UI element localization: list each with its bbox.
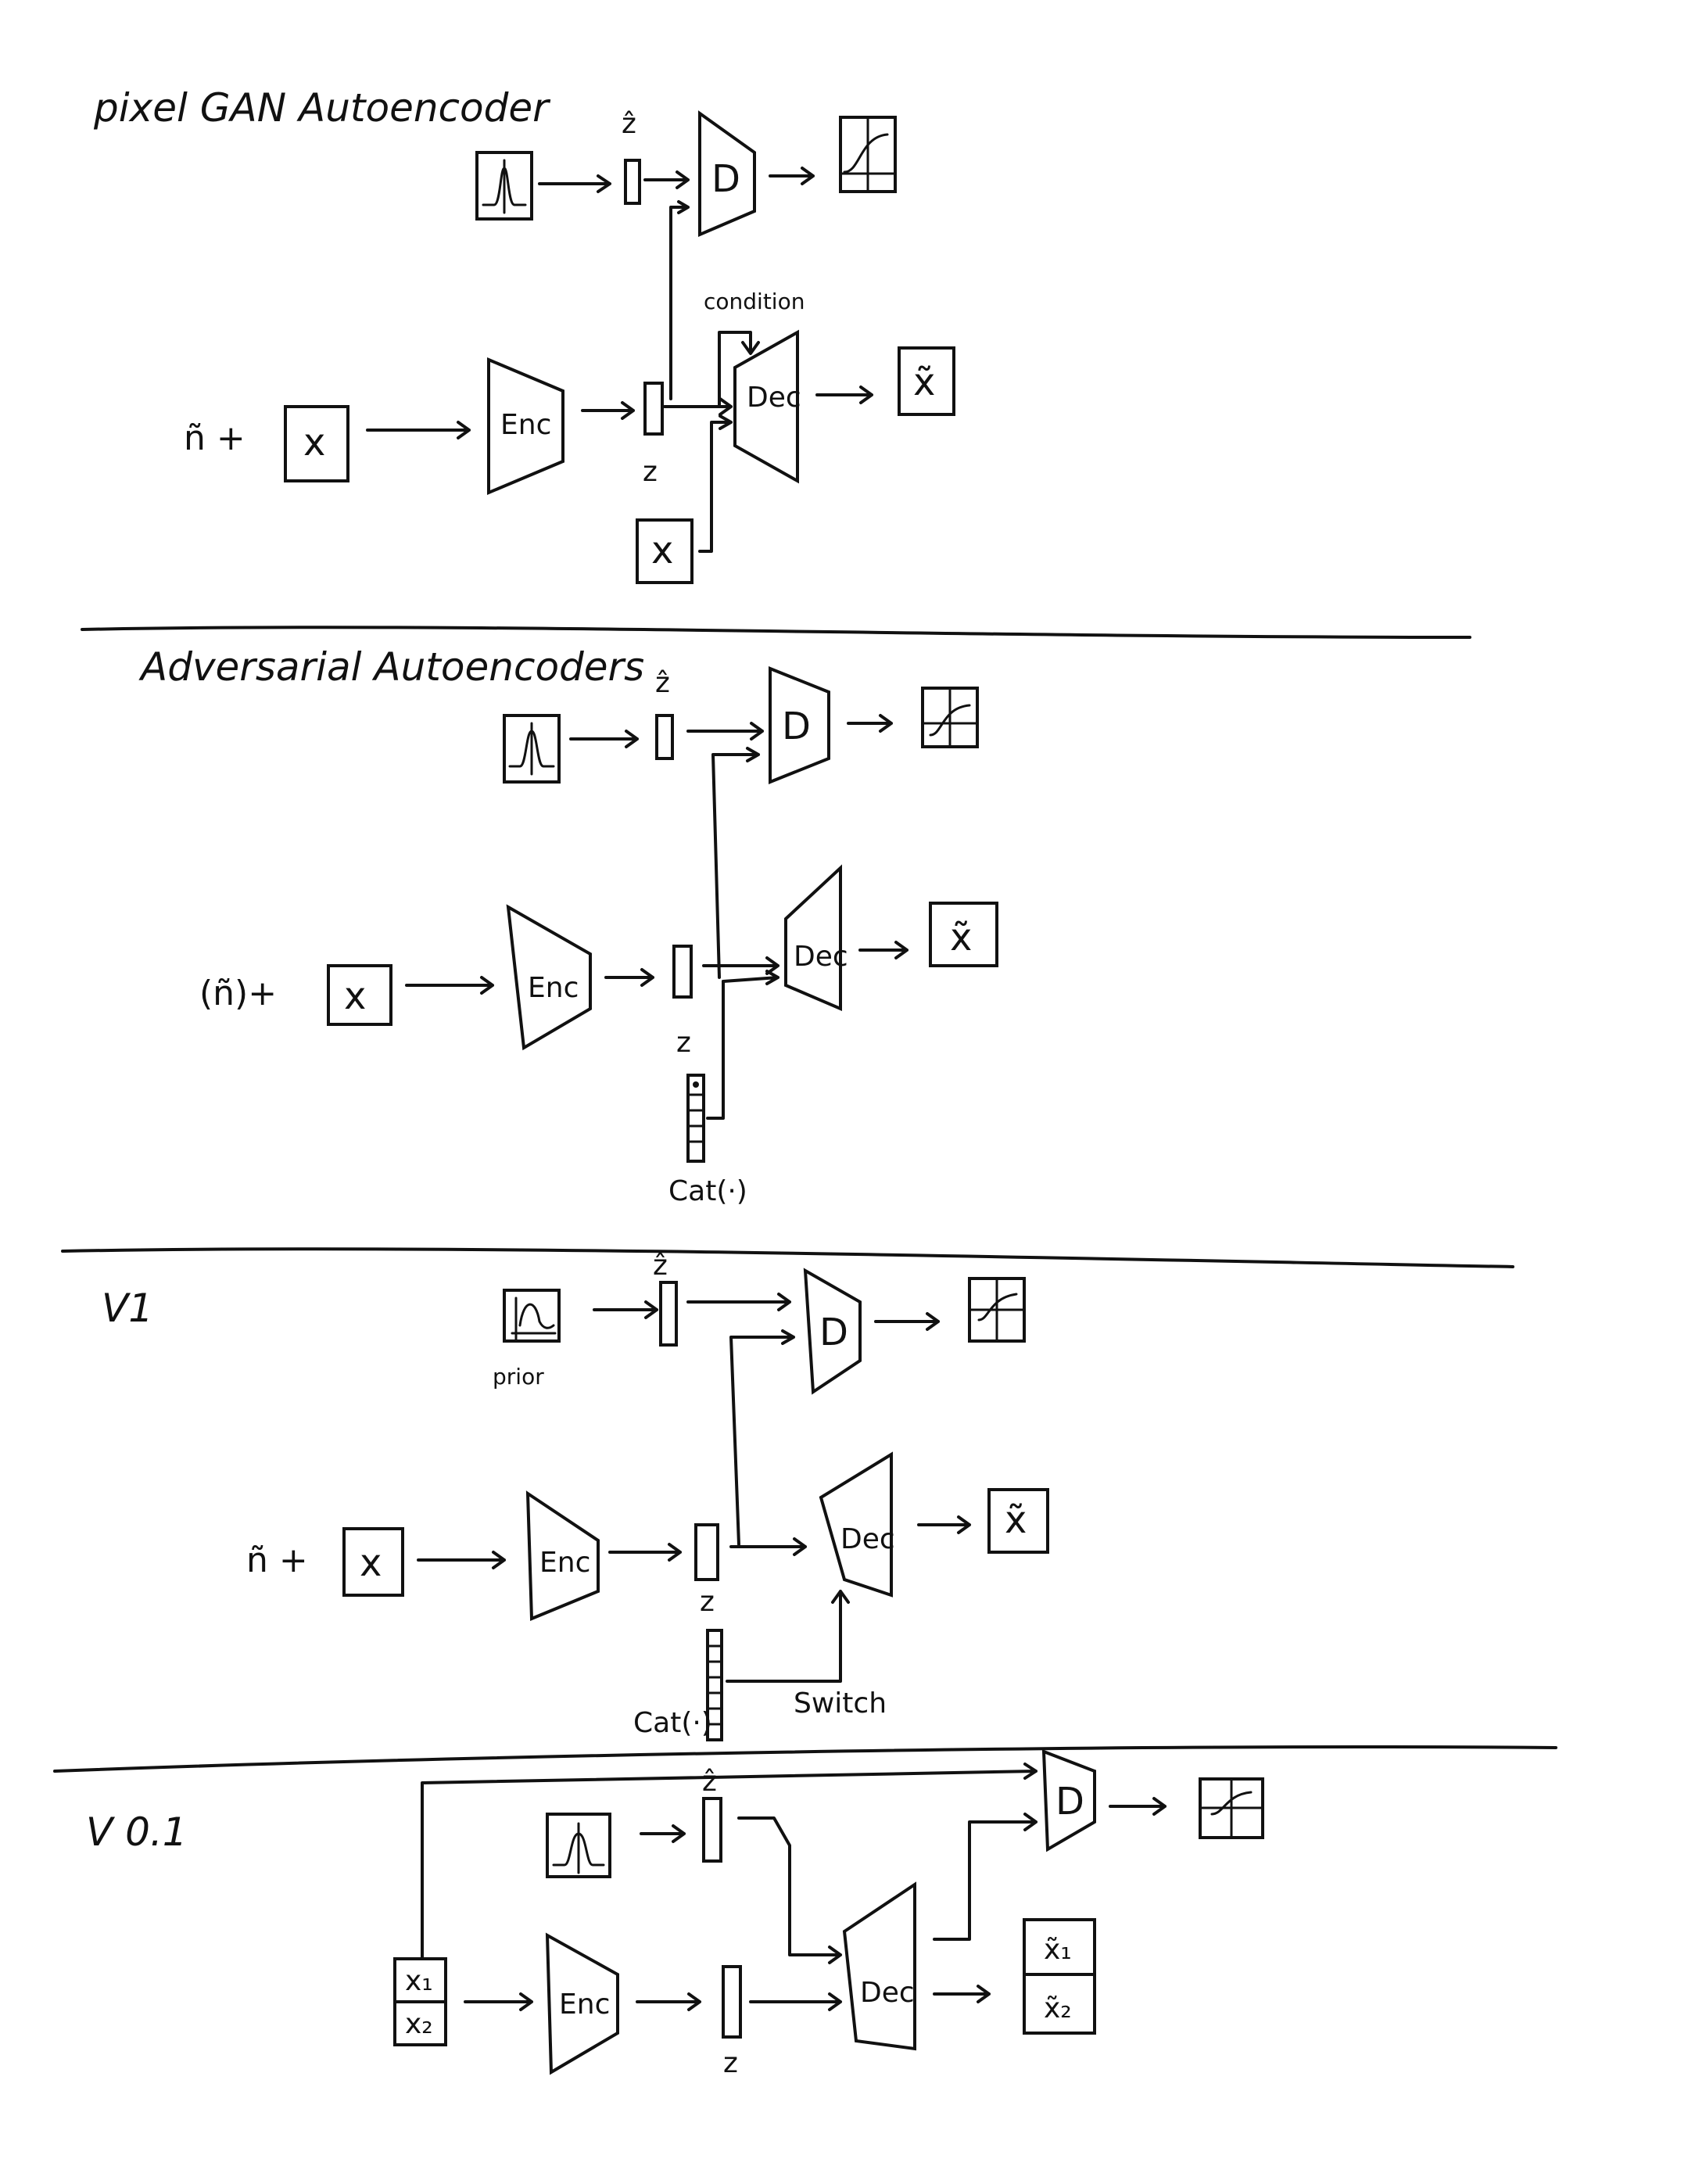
dec-label: Dec	[840, 1523, 895, 1555]
z-vector	[643, 382, 664, 436]
enc-label: Enc	[559, 1989, 610, 2021]
cond-input-label: x	[651, 529, 673, 572]
cond-input-x-box	[636, 518, 693, 584]
z-label: z	[723, 2047, 738, 2079]
input-bottom-label: x₂	[405, 2008, 433, 2040]
section-title: pixel GAN Autoencoder	[93, 85, 551, 131]
section-v01: V 0.1 ẑ D x₁ x₂ Enc z Dec x̃₁ x̃₂	[86, 1749, 1264, 2079]
section-pixel-gan: pixel GAN Autoencoder ẑ D ñ + x Enc z co	[93, 85, 955, 584]
prior-label: prior	[493, 1364, 544, 1390]
condition-arrow	[718, 331, 760, 408]
dec-to-disc-arrow	[933, 1813, 1038, 1941]
noise-label: ñ +	[184, 418, 245, 458]
section-adversarial-ae: Adversarial Autoencoders ẑ D (ñ)+ x Enc …	[138, 644, 998, 1207]
disc-label: D	[782, 705, 811, 748]
z-vector	[672, 945, 693, 999]
decoder-block	[733, 329, 799, 484]
z-hat-label: ẑ	[622, 108, 636, 140]
encoder-block	[545, 1932, 619, 2075]
input-x-label: x	[344, 974, 366, 1018]
input-x-box	[342, 1527, 404, 1597]
section-divider	[53, 1745, 1557, 1773]
z-hat-label: ẑ	[702, 1766, 717, 1798]
discriminator-block	[698, 110, 756, 238]
z-hat-vector	[702, 1797, 722, 1863]
zhat-to-dec-arrow	[737, 1816, 842, 1964]
switch-label: Switch	[794, 1687, 887, 1720]
z-hat-vector	[655, 714, 674, 760]
dec-label: Dec	[794, 941, 848, 973]
disc-label: D	[711, 157, 740, 201]
input-x-label: x	[303, 421, 325, 464]
cat-vector	[686, 1074, 705, 1163]
output-label: x̃	[950, 916, 972, 959]
input-x-box	[327, 964, 392, 1026]
disc-label: D	[1055, 1780, 1084, 1824]
z-to-disc-arrow	[711, 747, 760, 979]
z-label: z	[643, 456, 658, 488]
output-top-label: x̃₁	[1044, 1934, 1072, 1966]
section-title: Adversarial Autoencoders	[138, 644, 644, 690]
discriminator-block	[1041, 1749, 1096, 1852]
decoder-block	[819, 1451, 893, 1598]
z-hat-label: ẑ	[655, 667, 670, 699]
input-x-box	[284, 405, 349, 482]
input-x-label: x	[360, 1541, 382, 1585]
encoder-block	[525, 1490, 600, 1621]
cat-label: Cat(·)	[633, 1707, 712, 1739]
enc-label: Enc	[539, 1547, 590, 1579]
dec-label: Dec	[747, 382, 801, 414]
cat-label: Cat(·)	[668, 1175, 747, 1207]
discriminator-block	[769, 666, 830, 784]
z-vector	[694, 1523, 719, 1581]
encoder-block	[487, 357, 564, 496]
z-label: z	[700, 1586, 715, 1618]
section-divider	[81, 626, 1471, 639]
z-to-disc-arrow	[729, 1329, 795, 1546]
section-divider	[61, 1247, 1514, 1268]
enc-label: Enc	[528, 972, 579, 1004]
noise-label: ñ +	[246, 1540, 308, 1580]
z-vector	[722, 1965, 742, 2039]
noise-label: (ñ)+	[199, 974, 277, 1013]
input-to-disc-arrow	[421, 1763, 1038, 1960]
switch-arrow	[726, 1590, 850, 1683]
arrow	[538, 174, 611, 193]
cat-vector	[706, 1629, 723, 1741]
z-label: z	[676, 1027, 691, 1059]
section-title: V1	[102, 1286, 153, 1331]
condition-label: condition	[704, 289, 805, 314]
output-bottom-label: x̃₂	[1044, 1992, 1072, 2024]
input-top-label: x₁	[405, 1965, 433, 1997]
output-label: x̃	[1005, 1498, 1027, 1542]
encoder-block	[506, 904, 592, 1051]
z-hat-vector	[659, 1281, 678, 1347]
output-xtilde-box	[929, 902, 998, 967]
dec-label: Dec	[860, 1977, 915, 2009]
output-xtilde-box	[987, 1488, 1049, 1554]
z-hat-vector	[624, 159, 641, 205]
output-label: x̃	[913, 360, 935, 404]
discriminator-block	[803, 1268, 862, 1395]
output-xtilde-box	[898, 346, 955, 416]
section-title: V 0.1	[86, 1809, 188, 1855]
z-to-disc-arrow	[669, 200, 690, 400]
decoder-block	[842, 1881, 916, 2051]
z-hat-label: ẑ	[653, 1250, 668, 1282]
enc-label: Enc	[500, 409, 551, 441]
disc-label: D	[819, 1311, 848, 1354]
output-pair-box	[1023, 1918, 1096, 2035]
section-v1: V1 prior ẑ D ñ + x Enc z Cat(·) Switch D…	[102, 1250, 1049, 1741]
decoder-block	[784, 864, 842, 1012]
